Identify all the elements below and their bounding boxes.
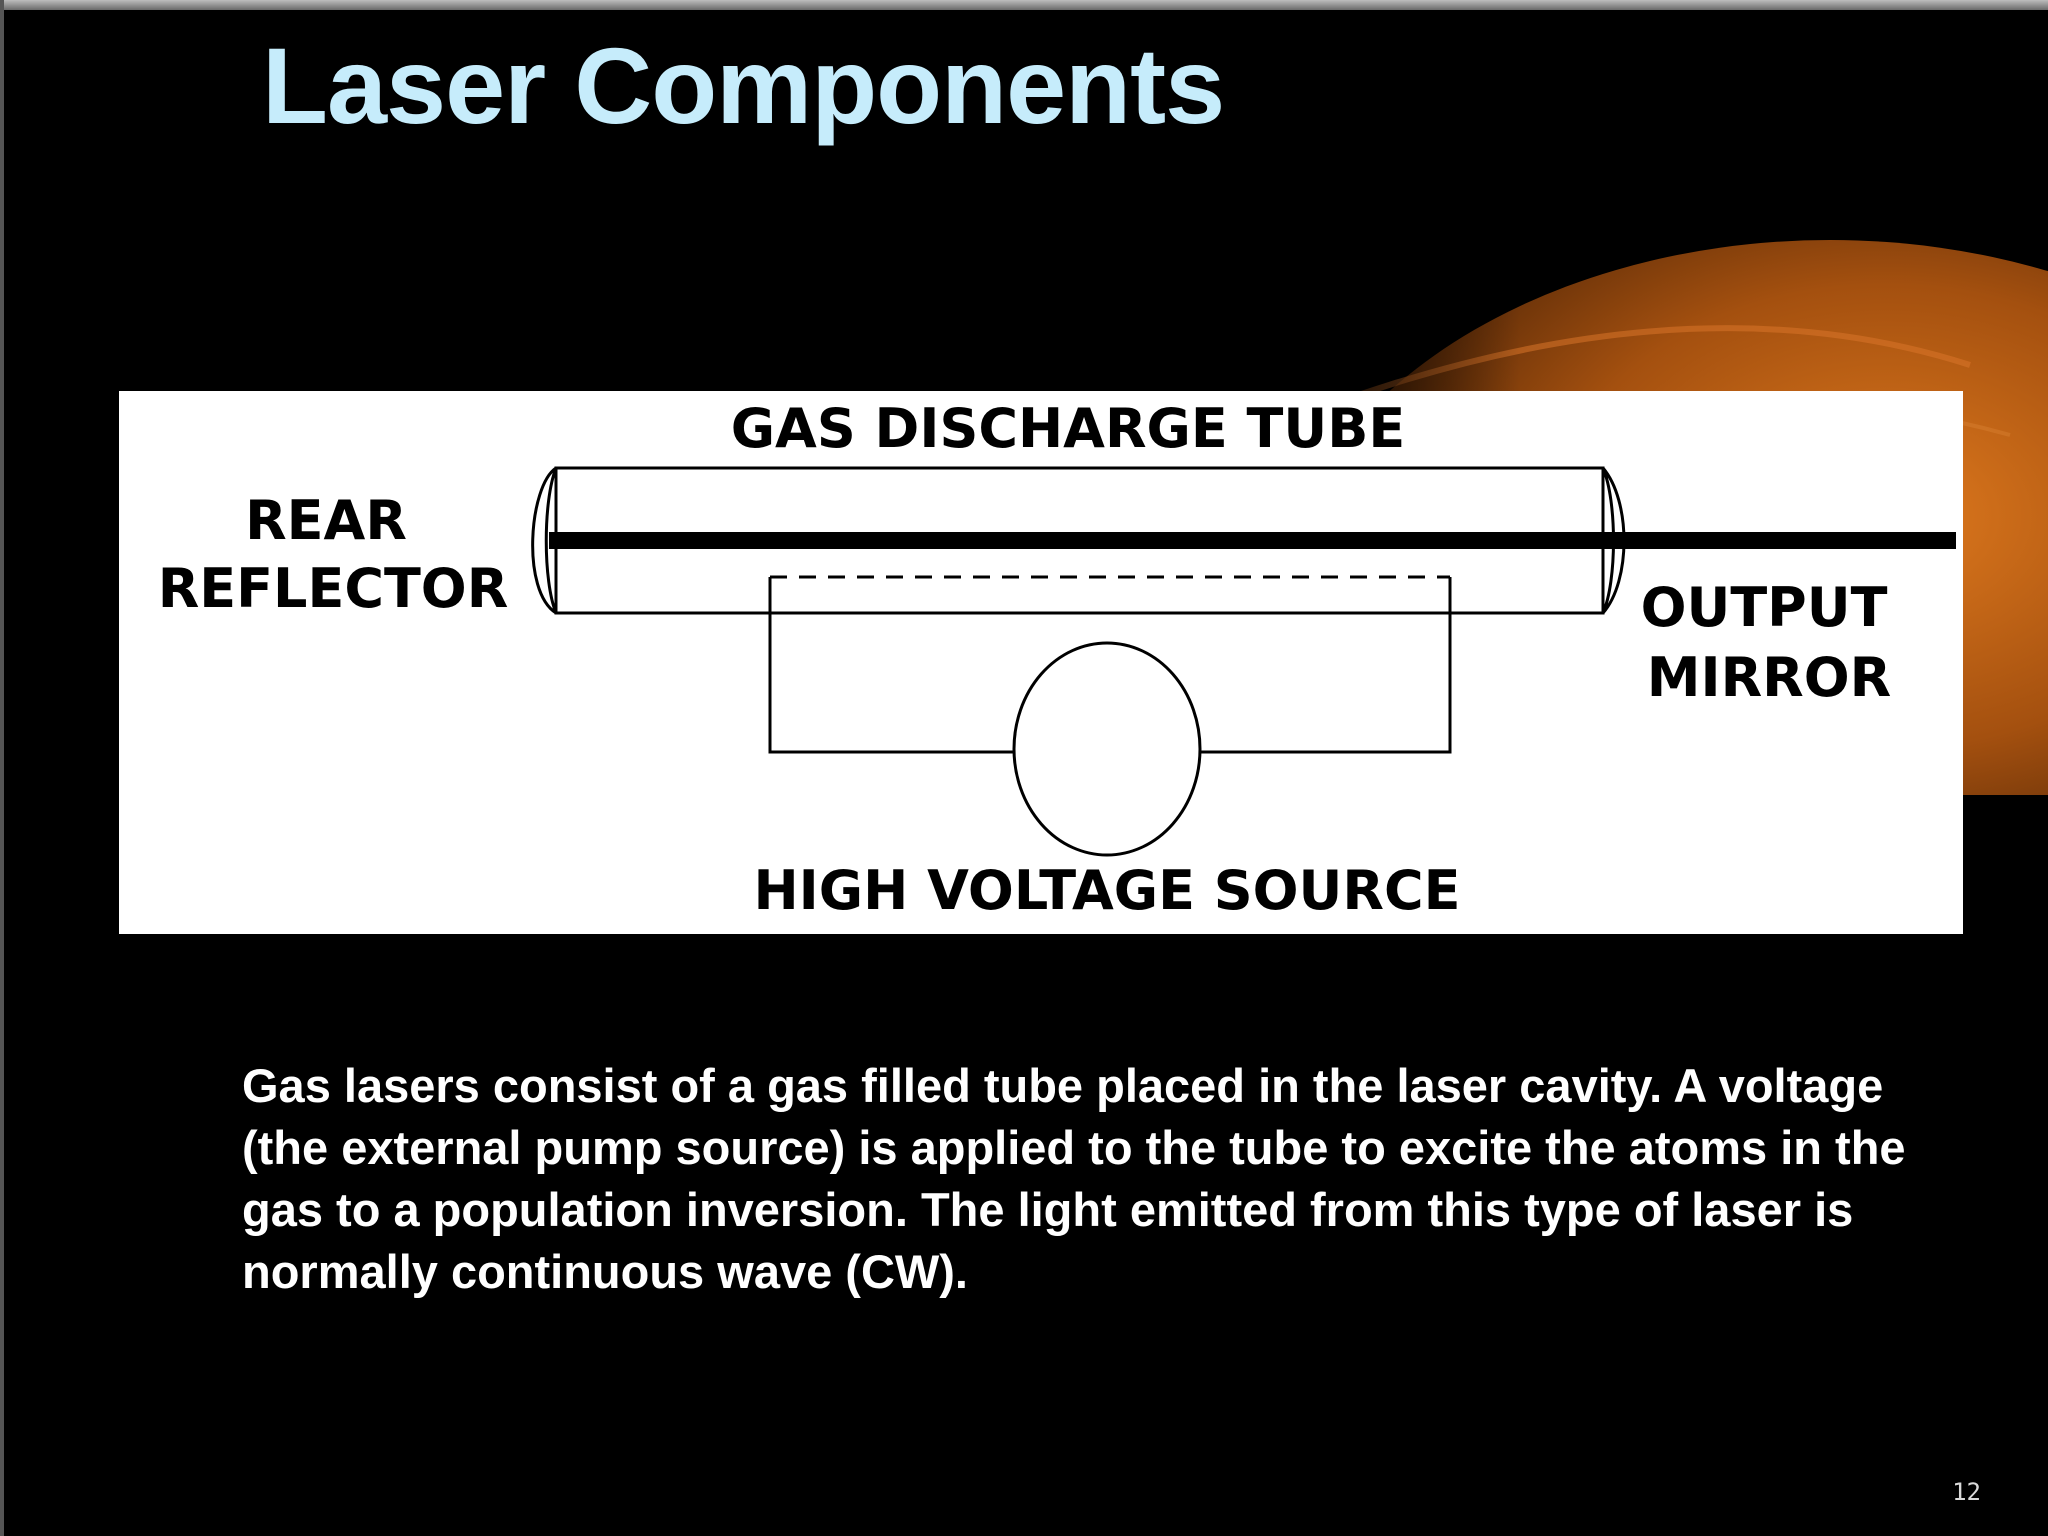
label-rear-line1: REAR [245,489,407,552]
slide-number: 12 [1952,1478,1981,1506]
laser-diagram-panel: GAS DISCHARGE TUBE REAR REFLECTOR OUTPUT… [119,391,1963,934]
circuit-wire-right [1200,577,1452,754]
left-rule [0,0,4,1536]
laser-diagram: GAS DISCHARGE TUBE REAR REFLECTOR OUTPUT… [158,397,1956,922]
rear-reflector-shape [531,466,558,615]
high-voltage-source-symbol [1012,641,1202,857]
slide-title: Laser Components [262,25,1225,146]
label-output-line2: MIRROR [1647,646,1891,709]
label-gas-discharge-tube: GAS DISCHARGE TUBE [731,397,1406,460]
top-rule [0,0,2048,10]
label-high-voltage-source: HIGH VOLTAGE SOURCE [753,859,1460,922]
laser-beam [549,532,1956,549]
label-rear-line2: REFLECTOR [158,557,509,620]
label-output-line1: OUTPUT [1641,576,1888,639]
slide-caption: Gas lasers consist of a gas filled tube … [242,1059,1906,1298]
circuit-wire-left [768,577,1014,754]
